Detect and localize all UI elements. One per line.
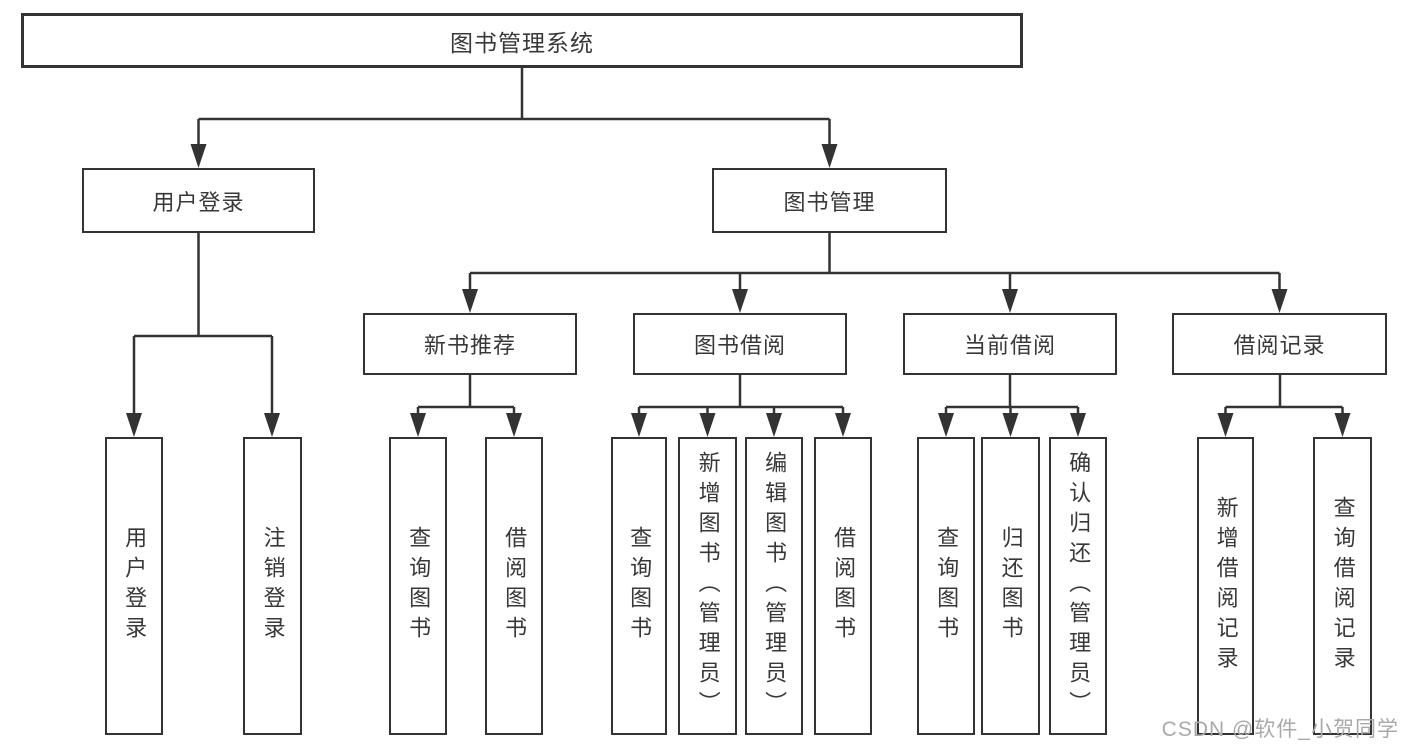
node-new-books-label: 新书推荐 [423, 333, 516, 358]
leaf-confirm-return-admin-label: 确认归还（管理员） [1066, 451, 1092, 721]
leaf-borrow-books-2: 借阅图书 [814, 437, 872, 735]
leaf-user-login-label: 用户登录 [122, 526, 148, 646]
leaf-edit-books-admin: 编辑图书（管理员） [745, 437, 803, 735]
leaf-borrow-books-1: 借阅图书 [485, 437, 543, 735]
leaf-query-books-2-label: 查询图书 [627, 526, 653, 646]
connector-current-borrowing-to-leaves [938, 375, 1086, 437]
node-user-login: 用户登录 [82, 168, 315, 233]
node-root: 图书管理系统 [21, 13, 1023, 68]
leaf-query-books-2: 查询图书 [611, 437, 667, 735]
node-current-borrowing-label: 当前借阅 [963, 333, 1056, 358]
leaf-logout: 注销登录 [243, 437, 302, 735]
node-book-management: 图书管理 [712, 168, 947, 233]
leaf-query-books-1-label: 查询图书 [406, 526, 432, 646]
node-book-borrowing-label: 图书借阅 [693, 333, 786, 358]
leaf-add-borrow-record: 新增借阅记录 [1197, 437, 1254, 735]
leaf-borrow-books-2-label: 借阅图书 [831, 526, 857, 646]
leaf-query-books-3-label: 查询图书 [934, 526, 960, 646]
leaf-add-borrow-record-label: 新增借阅记录 [1213, 496, 1239, 676]
leaf-query-books-1: 查询图书 [389, 437, 447, 735]
node-root-label: 图书管理系统 [450, 29, 594, 56]
leaf-borrow-books-1-label: 借阅图书 [502, 526, 528, 646]
leaf-edit-books-admin-label: 编辑图书（管理员） [762, 451, 788, 721]
leaf-confirm-return-admin: 确认归还（管理员） [1049, 437, 1107, 735]
csdn-watermark: CSDN @软件_小贺同学 [1161, 718, 1399, 741]
leaf-return-books-label: 归还图书 [998, 526, 1024, 646]
node-book-management-label: 图书管理 [783, 189, 876, 215]
connector-borrowing-to-leaves [631, 375, 851, 437]
leaf-query-borrow-record: 查询借阅记录 [1313, 437, 1372, 735]
node-borrowing-records-label: 借阅记录 [1233, 333, 1326, 358]
node-user-login-label: 用户登录 [152, 189, 245, 215]
leaf-query-borrow-record-label: 查询借阅记录 [1330, 496, 1356, 676]
connector-records-to-leaves [1217, 375, 1351, 437]
leaf-add-books-admin: 新增图书（管理员） [678, 437, 737, 735]
node-new-books: 新书推荐 [363, 313, 577, 375]
connector-root-to-level2 [190, 68, 838, 168]
node-current-borrowing: 当前借阅 [903, 313, 1117, 375]
leaf-add-books-admin-label: 新增图书（管理员） [695, 451, 721, 721]
node-book-borrowing: 图书借阅 [633, 313, 847, 375]
leaf-user-login: 用户登录 [105, 437, 163, 735]
connector-user-login-to-leaves [126, 233, 280, 437]
connector-book-management-to-level3 [462, 233, 1288, 313]
leaf-logout-label: 注销登录 [260, 526, 286, 646]
leaf-query-books-3: 查询图书 [917, 437, 975, 735]
node-borrowing-records: 借阅记录 [1172, 313, 1387, 375]
leaf-return-books: 归还图书 [981, 437, 1040, 735]
connector-new-books-to-leaves [410, 375, 522, 437]
